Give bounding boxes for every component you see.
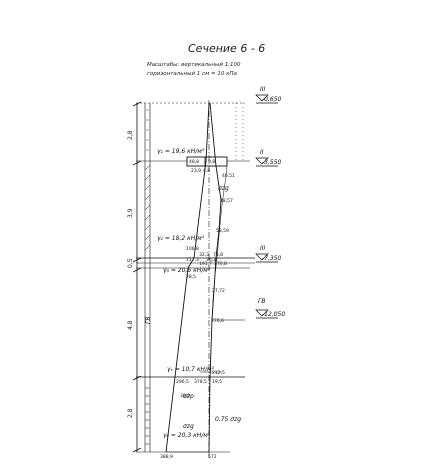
elevation-marker-4: ГВ -12,050 — [255, 298, 285, 319]
left-dimension-line — [132, 101, 142, 453]
gamma-layer-6: γ₆ = 20,3 кН/м³ — [163, 432, 211, 439]
value-label: 212,5 — [212, 370, 225, 376]
svg-text:II: II — [260, 149, 264, 156]
value-label: 9,8 — [208, 159, 215, 165]
value-label: 378,5 — [194, 379, 207, 385]
layer-thickness-5: 2,8 — [127, 408, 134, 418]
value-label: 388,9 — [160, 454, 173, 460]
svg-text:-0,650: -0,650 — [262, 96, 282, 103]
value-label: 19,5 — [212, 379, 222, 385]
gamma-layer-4: γₛ = 10,7 кН/м³ — [167, 366, 215, 373]
elevation-marker-2: II -3,550 — [255, 149, 282, 167]
scale-horizontal: горизонтальный 1 см = 10 кПа — [147, 71, 238, 77]
gamma-layer-3: γ₃ = 20,6 кН/м³ — [163, 267, 211, 274]
label-075-sigma-zg: 0,75 σzg — [215, 416, 241, 423]
gamma-layer-2: γ₂ = 18,2 кН/м³ — [157, 235, 205, 242]
value-label: 170,8 — [214, 261, 227, 267]
sigma-zg-diagram — [165, 102, 210, 453]
value-label: 106,8 — [186, 246, 199, 252]
layer-thickness-2: 3,9 — [127, 208, 134, 218]
scale-vertical: Масштабы: вертикальный 1:100 — [147, 62, 241, 68]
svg-text:ГВ: ГВ — [258, 298, 265, 305]
foundation-block — [186, 156, 228, 167]
value-label: 270,6 — [211, 318, 224, 324]
right-guides — [235, 103, 244, 160]
value-label: 32,3 — [199, 252, 209, 258]
svg-text:III: III — [260, 86, 266, 93]
svg-text:-3,550: -3,550 — [262, 159, 282, 166]
value-label: 30,9 — [180, 393, 190, 399]
elevation-marker-3: III -7,350 — [255, 245, 282, 263]
sigma-zp-diagram — [200, 102, 245, 453]
value-label: 36,2 — [206, 257, 216, 263]
label-sigma-zg-top: σzg — [218, 185, 229, 192]
value-label: 572 — [208, 454, 217, 460]
value-label: 28,5 — [186, 274, 196, 280]
label-sigma-zp: σzp — [183, 393, 194, 400]
label-sigma-zg-bottom: σzg — [183, 423, 194, 430]
value-label: 23,9 — [191, 168, 201, 174]
label-ground-water: ГВ — [145, 317, 152, 324]
value-label: 296,5 — [176, 379, 189, 385]
value-label: 48,57 — [220, 198, 233, 204]
value-label: 75,8 — [213, 252, 223, 258]
elevation-marker-1: III -0,650 — [255, 86, 282, 104]
gamma-layer-1: γ₁ = 19,6 кН/м³ — [157, 148, 205, 155]
value-label: 191,7 — [199, 261, 212, 267]
value-label: 58,59 — [216, 228, 229, 234]
value-label: 27,72 — [212, 288, 225, 294]
svg-text:III: III — [260, 245, 266, 252]
layer-thickness-4: 4,8 — [127, 320, 134, 330]
soil-column — [144, 103, 151, 452]
value-label: 40,51 — [222, 173, 235, 179]
layer-boundaries — [136, 102, 255, 453]
layer-thickness-3: 0,5 — [127, 258, 134, 268]
value-label: 117,3 — [186, 257, 199, 263]
section-title: Сечение 6 - 6 — [188, 42, 265, 55]
svg-text:-12,050: -12,050 — [262, 311, 285, 318]
layer-thickness-1: 2,8 — [127, 130, 134, 140]
value-label: 4,8 — [203, 168, 210, 174]
value-label: 48,8 — [189, 159, 199, 165]
svg-text:-7,350: -7,350 — [262, 255, 282, 262]
